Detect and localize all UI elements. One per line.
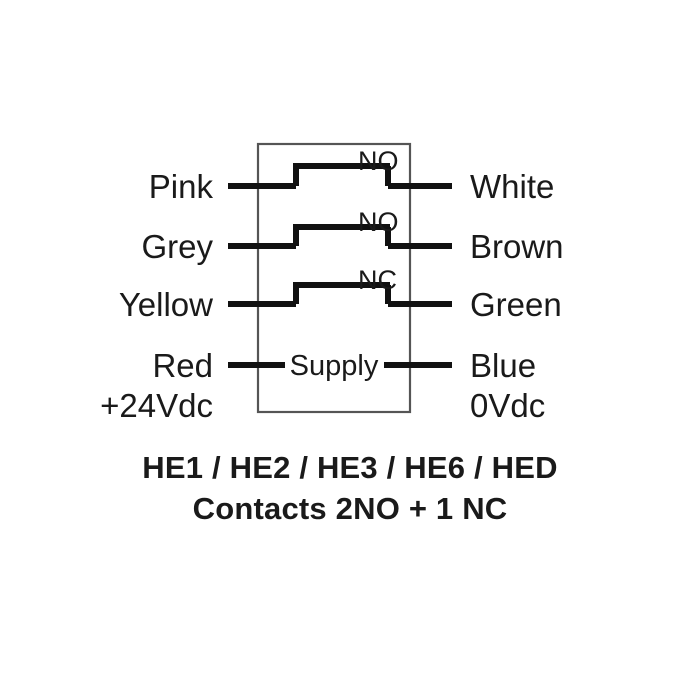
row-3-nc-contact-symbol (293, 282, 390, 304)
row-2-left-wire-label: Grey (141, 228, 213, 265)
row-3-left-wire-label: Yellow (119, 286, 213, 323)
row-2-right-wire-label: Brown (470, 228, 564, 265)
row-1-contact-type-label: NO (358, 146, 399, 176)
caption-model-list: HE1 / HE2 / HE3 / HE6 / HED (142, 450, 557, 485)
supply-left-wire-label: Red (152, 347, 213, 384)
circuit-row-supply: Supply Red Blue +24Vdc 0Vdc (100, 347, 545, 424)
circuit-row-3: NC Yellow Green (119, 265, 562, 323)
row-1-no-contact-symbol (293, 163, 390, 186)
caption-contact-config: Contacts 2NO + 1 NC (193, 491, 508, 526)
row-1-right-wire-label: White (470, 168, 554, 205)
supply-left-voltage-label: +24Vdc (100, 387, 213, 424)
supply-text-label: Supply (290, 350, 379, 382)
circuit-row-2: NO Grey Brown (141, 207, 563, 265)
device-enclosure-box (256, 142, 412, 414)
row-2-no-contact-symbol (293, 224, 390, 246)
row-2-contact-type-label: NO (358, 207, 399, 237)
row-3-contact-type-label: NC (358, 265, 397, 295)
row-1-left-wire-label: Pink (149, 168, 214, 205)
supply-right-voltage-label: 0Vdc (470, 387, 545, 424)
circuit-row-1: NO Pink White (149, 146, 555, 205)
supply-right-wire-label: Blue (470, 347, 536, 384)
row-3-right-wire-label: Green (470, 286, 562, 323)
